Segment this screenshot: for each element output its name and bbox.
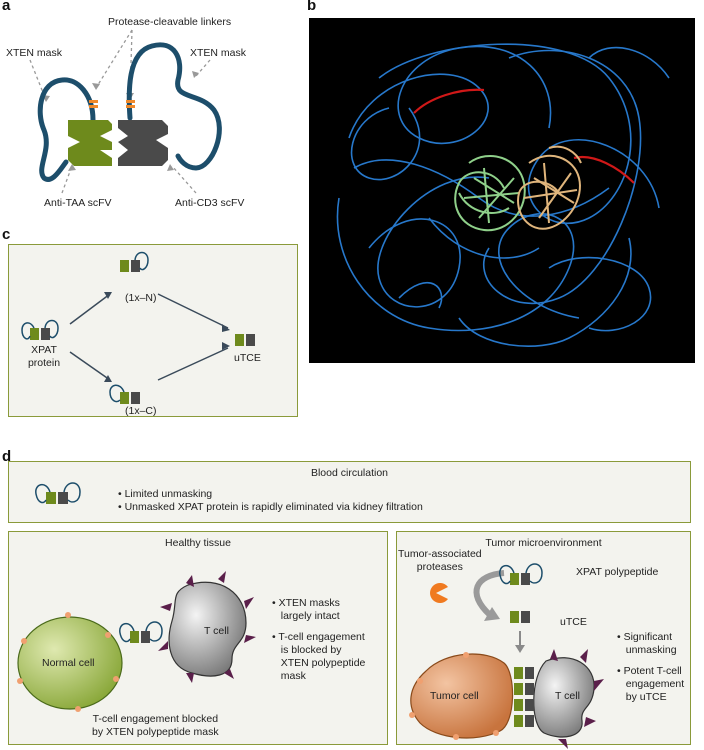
tumor-bullet-2: • Potent T-cell engagement by uTCE (617, 665, 685, 703)
pathway-top-label: (1x–N) (125, 292, 157, 304)
panel-label-c: c (2, 226, 11, 243)
blood-title: Blood circulation (310, 467, 389, 479)
blood-circulation-box (8, 461, 691, 523)
xpat-glyph-blood (35, 482, 81, 504)
panel-label-a: a (2, 0, 11, 14)
panel-label-d: d (2, 448, 12, 465)
healthy-bullet-2: • T-cell engagement is blocked by XTEN p… (272, 631, 366, 682)
tumor-illustration (409, 563, 604, 749)
anti-taa-label: Anti-TAA scFV (44, 197, 112, 209)
anti-cd3-label: Anti-CD3 scFV (175, 197, 245, 209)
xpat-polypeptide-label: XPAT polypeptide (576, 566, 659, 578)
proteases-label: Tumor-associated proteases (398, 548, 482, 573)
cleavage-pathway-diagram (21, 251, 255, 404)
normal-cell-label: Normal cell (42, 657, 95, 669)
blood-bullet-2: • Unmasked XPAT protein is rapidly elimi… (118, 501, 423, 513)
pathway-end-label: uTCE (234, 352, 261, 364)
xpat-structure-diagram (29, 29, 222, 194)
protein-structure-render (309, 18, 695, 363)
xten-mask-right-label: XTEN mask (190, 47, 247, 59)
healthy-tissue-illustration (17, 571, 256, 712)
healthy-title: Healthy tissue (165, 537, 231, 549)
utce-label: uTCE (560, 616, 587, 628)
blood-bullet-1: • Limited unmasking (118, 488, 213, 500)
panel-label-b: b (307, 0, 317, 14)
linkers-label: Protease-cleavable linkers (108, 16, 232, 28)
healthy-caption: T-cell engagement blocked by XTEN polype… (92, 713, 219, 738)
pathway-start-label: XPAT protein (27, 344, 61, 369)
healthy-t-cell-label: T cell (204, 625, 229, 637)
healthy-bullet-1: • XTEN masks largely intact (272, 597, 340, 622)
tumor-t-cell-label: T cell (555, 690, 580, 702)
xten-mask-left-label: XTEN mask (6, 47, 63, 59)
tumor-title: Tumor microenvironment (485, 537, 602, 549)
tumor-cell-label: Tumor cell (430, 690, 479, 702)
tumor-bullet-1: • Significant unmasking (617, 631, 677, 656)
panel-c-box (8, 244, 298, 417)
pathway-bottom-label: (1x–C) (125, 405, 157, 417)
